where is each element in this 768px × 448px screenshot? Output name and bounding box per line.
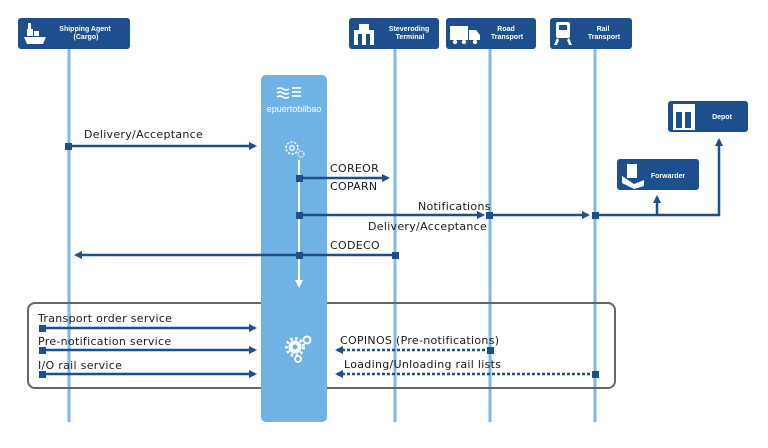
services: Transport order service Pre-notification…	[37, 312, 599, 378]
svc-loading-lists: Loading/Unloading rail lists	[344, 358, 501, 371]
actor-road-label: Road Transport	[491, 26, 524, 41]
gear-icon	[285, 141, 305, 158]
terminal-icon	[354, 24, 374, 45]
actor-rail-line1: Rail	[597, 26, 610, 33]
gears-icon	[285, 335, 312, 363]
actor-shipping-agent-line2: (Cargo)	[74, 34, 99, 41]
actor-rail: Rail Transport	[550, 18, 632, 49]
actor-shipping-agent-line1: Shipping Agent	[59, 26, 111, 33]
msg-coreor: COREOR	[330, 162, 379, 175]
svc-pre-notification: Pre-notification service	[38, 335, 171, 348]
msg-delivery-acceptance-1: Delivery/Acceptance	[84, 128, 203, 141]
msg-delivery-acceptance-2: Delivery/Acceptance	[368, 220, 487, 233]
platform-name: epuertobilbao	[267, 104, 322, 114]
msg-codeco: CODECO	[330, 239, 380, 252]
actor-stevedoring-label: Steveroding Terminal	[389, 26, 431, 41]
actor-shipping-agent: Shipping Agent (Cargo)	[18, 18, 130, 49]
platform-logo	[276, 87, 301, 99]
msg-coparn: COPARN	[330, 180, 377, 193]
train-icon	[554, 22, 572, 45]
actor-stevedoring: Steveroding Terminal	[349, 18, 439, 49]
actor-depot-label: Depot	[712, 114, 733, 121]
warehouse-icon	[673, 104, 695, 130]
actor-shipping-agent-label: Shipping Agent (Cargo)	[59, 26, 112, 41]
actor-stevedoring-line1: Steveroding	[389, 26, 429, 33]
actor-rail-line2: Transport	[588, 34, 621, 41]
ship-icon	[24, 23, 46, 44]
platform-bar	[261, 75, 327, 422]
handshake-icon	[622, 164, 644, 189]
svc-transport-order: Transport order service	[37, 312, 172, 325]
svc-copinos: COPINOS (Pre-notifications)	[340, 334, 499, 347]
actor-stevedoring-line2: Terminal	[396, 34, 425, 41]
actor-road-line2: Transport	[491, 34, 524, 41]
lifelines	[67, 48, 597, 422]
msg-notifications: Notifications	[418, 200, 491, 213]
messages: Delivery/Acceptance COREOR COPARN Notifi…	[65, 128, 723, 259]
actor-road-line1: Road	[497, 26, 515, 33]
actor-depot: Depot	[668, 101, 748, 132]
actor-forwarder: Forwarder	[617, 159, 699, 190]
arrow-rail-depot	[595, 138, 723, 217]
actor-rail-label: Rail Transport	[588, 26, 621, 41]
svc-io-rail: I/O rail service	[38, 359, 122, 372]
truck-icon	[450, 26, 480, 45]
actor-forwarder-label: Forwarder	[651, 173, 686, 180]
actor-road: Road Transport	[446, 18, 536, 49]
